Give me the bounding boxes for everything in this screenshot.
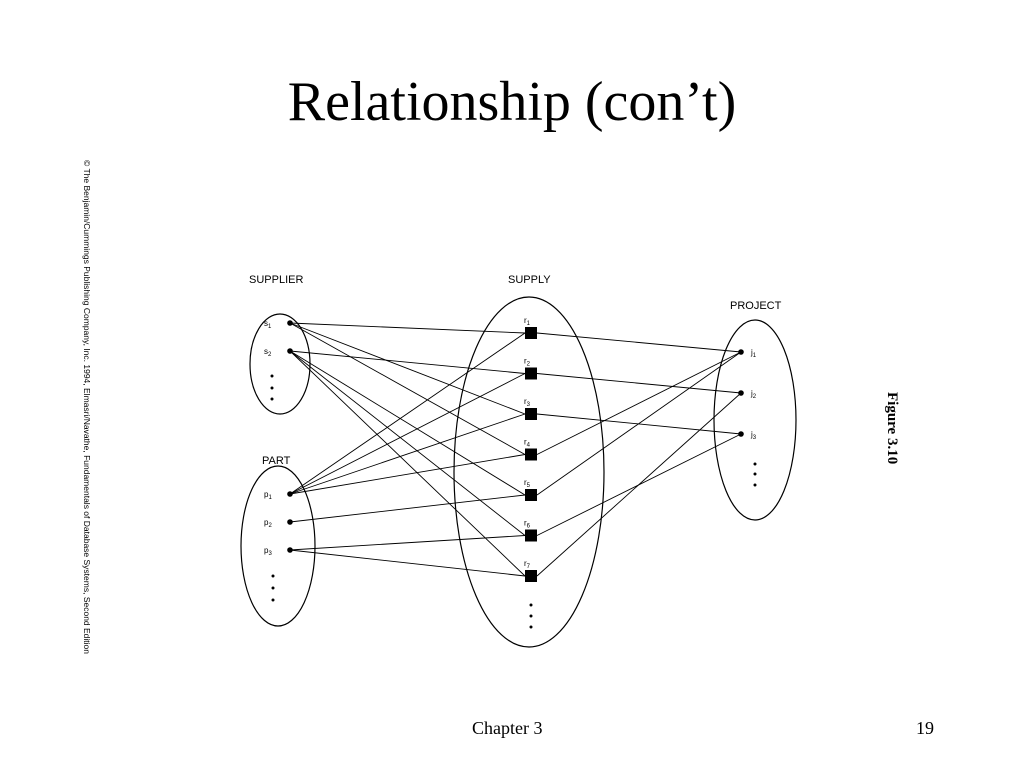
relationship-lines — [289, 322, 742, 577]
footer-chapter: Chapter 3 — [472, 718, 543, 738]
project-set-ellipse — [713, 319, 797, 521]
relationship-line — [289, 413, 526, 495]
relationship-line — [289, 350, 526, 577]
supplier-member-marker — [287, 320, 293, 326]
continuation-dot — [753, 483, 757, 487]
project-member-marker — [738, 349, 744, 355]
relationship-line — [289, 373, 526, 495]
relationship-line — [536, 332, 742, 353]
part-member-label: p1 — [264, 490, 272, 501]
relationship-line — [289, 494, 526, 523]
relationship-line — [289, 322, 526, 415]
project-member-label: j1 — [750, 348, 757, 359]
relationship-line — [289, 322, 526, 334]
supplier-member-label: s1 — [264, 319, 272, 330]
continuation-dot — [270, 386, 274, 390]
set-labels: SUPPLIER PART SUPPLY PROJECT — [249, 274, 782, 467]
supply-set-label: SUPPLY — [508, 274, 551, 286]
supplier-member-marker — [287, 348, 293, 354]
part-set-label: PART — [262, 455, 291, 467]
part-member-marker — [287, 491, 293, 497]
continuation-dot — [271, 586, 275, 590]
supply-member-marker — [525, 529, 537, 542]
supply-member-marker — [525, 367, 537, 380]
continuation-dot — [270, 397, 274, 401]
continuation-dot — [529, 603, 533, 607]
relationship-line — [536, 351, 742, 455]
part-member-marker — [287, 547, 293, 553]
project-member-label: j3 — [750, 430, 757, 441]
supply-member-label: r1 — [524, 316, 531, 327]
continuation-dot — [271, 574, 275, 578]
relationship-line — [536, 351, 742, 496]
supplier-set-label: SUPPLIER — [249, 274, 303, 286]
part-member-marker — [287, 519, 293, 525]
continuation-dot — [529, 625, 533, 629]
supply-member-label: r2 — [524, 357, 531, 368]
supply-member-label: r3 — [524, 397, 531, 408]
supplier-set-ellipse — [249, 313, 311, 415]
supply-member-label: r5 — [524, 478, 531, 489]
continuation-dot — [753, 472, 757, 476]
supply-member-marker — [525, 327, 537, 339]
project-member-label: j2 — [750, 389, 757, 400]
relationship-line — [536, 373, 742, 394]
relationship-line — [289, 350, 526, 496]
slide-title: Relationship (con’t) — [287, 71, 737, 133]
continuation-dot — [270, 374, 274, 378]
part-member-label: p3 — [264, 546, 272, 557]
continuation-dot — [529, 614, 533, 618]
relationship-line — [289, 549, 526, 577]
project-set-label: PROJECT — [730, 300, 782, 312]
page-number: 19 — [916, 718, 934, 738]
supply-member-marker — [525, 570, 537, 582]
part-set-ellipse — [240, 465, 316, 627]
continuation-dots — [270, 374, 757, 629]
relationship-line — [289, 332, 526, 495]
continuation-dot — [753, 462, 757, 466]
relationship-line — [289, 350, 526, 374]
relationship-line — [289, 454, 526, 495]
supply-member-label: r7 — [524, 559, 531, 570]
part-member-label: p2 — [264, 518, 272, 529]
continuation-dot — [271, 598, 275, 602]
relationship-line — [289, 350, 526, 536]
project-member-marker — [738, 431, 744, 437]
entity-set-ellipses — [240, 296, 797, 648]
supply-member-marker — [525, 408, 537, 420]
supply-member-marker — [525, 489, 537, 501]
relationship-line — [289, 322, 526, 455]
supply-member-label: r4 — [524, 438, 531, 449]
relationship-line — [536, 392, 742, 577]
supplier-member-label: s2 — [264, 347, 272, 358]
supply-member-label: r6 — [524, 519, 531, 530]
supply-member-marker — [525, 448, 537, 461]
project-member-marker — [738, 390, 744, 396]
supply-set-ellipse — [453, 296, 605, 648]
figure-label-text: Figure 3.10 — [884, 392, 900, 465]
entity-nodes: s1 s2 p1 p2 p3 r1 r2 r3 r4 r5 r6 r7 j1 j2 j3 — [264, 316, 757, 582]
